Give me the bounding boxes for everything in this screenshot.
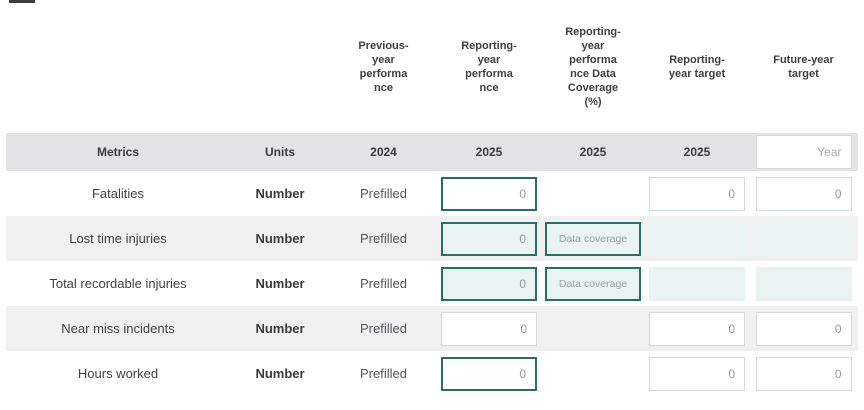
previous-year-value: Prefilled: [360, 186, 407, 201]
metric-name: Fatalities: [91, 186, 145, 201]
reporting-year-target-disabled-cell: [649, 266, 745, 301]
future-year-target-input[interactable]: [755, 176, 852, 211]
subheader-reporting-year-performance: 2025: [475, 145, 503, 159]
subheader-previous-year: 2024: [370, 145, 397, 159]
column-header-reporting-year-target: Reporting- year target: [668, 53, 726, 80]
table-row-near-miss-incidents: Near miss incidents Number Prefilled: [6, 306, 858, 351]
reporting-year-performance-input[interactable]: [441, 311, 537, 346]
reporting-year-performance-input[interactable]: [441, 356, 537, 391]
unit-label: Number: [255, 321, 305, 336]
reporting-year-target-disabled-cell: [649, 221, 745, 256]
unit-label: Number: [255, 186, 305, 201]
column-header-reporting-year-data-coverage: Reporting- year performa nce Data Covera…: [565, 25, 621, 108]
table-row-total-recordable-injuries: Total recordable injuries Number Prefill…: [6, 261, 858, 306]
column-headers-row: Previous- year performa nce Reporting- y…: [6, 0, 858, 133]
metric-name: Hours worked: [77, 366, 159, 381]
metrics-table: Previous- year performa nce Reporting- y…: [6, 0, 858, 396]
column-header-reporting-year-performance: Reporting- year performa nce: [461, 39, 517, 94]
unit-label: Number: [255, 366, 305, 381]
reporting-year-target-input[interactable]: [649, 356, 745, 391]
future-year-target-disabled-cell: [755, 221, 852, 256]
data-coverage-button[interactable]: Data coverage: [545, 266, 641, 301]
table-row-hours-worked: Hours worked Number Prefilled: [6, 351, 858, 396]
future-year-target-input[interactable]: [755, 356, 852, 391]
future-year-input[interactable]: [755, 135, 852, 169]
reporting-year-target-input[interactable]: [649, 311, 745, 346]
reporting-year-performance-input[interactable]: [441, 221, 537, 256]
previous-year-value: Prefilled: [360, 276, 407, 291]
previous-year-value: Prefilled: [360, 366, 407, 381]
previous-year-value: Prefilled: [360, 231, 407, 246]
subheader-row: Metrics Units 2024 2025 2025 2025: [6, 133, 858, 171]
unit-label: Number: [255, 276, 305, 291]
metric-name: Near miss incidents: [61, 321, 175, 336]
reporting-year-target-input[interactable]: [649, 176, 745, 211]
metric-name: Lost time injuries: [69, 231, 167, 246]
table-row-fatalities: Fatalities Number Prefilled: [6, 171, 858, 216]
previous-year-value: Prefilled: [360, 321, 407, 336]
subheader-reporting-year-data-coverage: 2025: [579, 145, 607, 159]
column-header-previous-year-performance: Previous- year performa nce: [358, 39, 409, 94]
subheader-reporting-year-target: 2025: [683, 145, 711, 159]
metric-name: Total recordable injuries: [49, 276, 187, 291]
reporting-year-performance-input[interactable]: [441, 176, 537, 211]
top-edge-artifact: [9, 0, 35, 3]
future-year-target-disabled-cell: [755, 266, 852, 301]
subheader-metrics: Metrics: [96, 145, 140, 159]
data-coverage-button[interactable]: Data coverage: [545, 221, 641, 256]
unit-label: Number: [255, 231, 305, 246]
reporting-year-performance-input[interactable]: [441, 266, 537, 301]
column-header-future-year-target: Future-year target: [773, 53, 834, 80]
subheader-units: Units: [265, 145, 295, 159]
table-row-lost-time-injuries: Lost time injuries Number Prefilled Data…: [6, 216, 858, 261]
future-year-target-input[interactable]: [755, 311, 852, 346]
